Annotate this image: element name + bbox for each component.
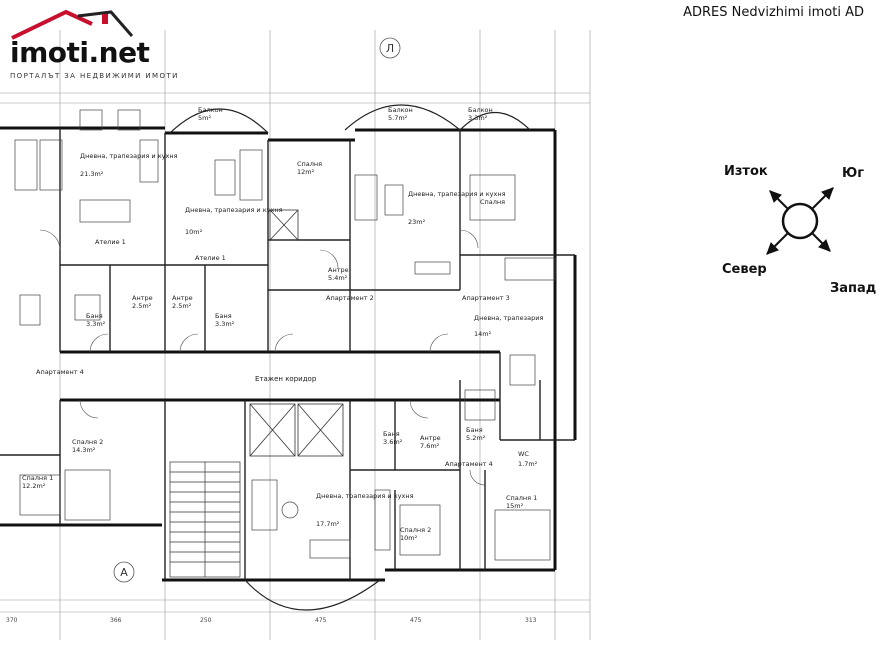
dimension: 313 bbox=[525, 617, 537, 624]
room-area: 3.3m² bbox=[86, 320, 106, 328]
room-area: 5m² bbox=[198, 114, 211, 122]
axis-marker-bottom: А bbox=[113, 561, 135, 583]
dimension: 366 bbox=[110, 617, 122, 624]
room-label: Ателие 1 bbox=[195, 254, 226, 262]
axis-marker-top: Л bbox=[379, 37, 401, 59]
compass-west-label: Запад bbox=[830, 281, 877, 296]
balconies bbox=[169, 104, 531, 611]
room-area: 15m² bbox=[506, 502, 524, 510]
dimension: 475 bbox=[410, 617, 422, 624]
room-area: 1.7m² bbox=[518, 460, 538, 468]
room-label: Спалня 1 bbox=[22, 474, 53, 482]
room-label: Баня bbox=[215, 312, 232, 320]
compass-north-label: Север bbox=[722, 262, 767, 277]
agency-watermark: ADRES Nedvizhimi imoti AD bbox=[683, 5, 864, 20]
logo-tagline: ПОРТАЛЪТ ЗА НЕДВИЖИМИ ИМОТИ bbox=[10, 72, 179, 80]
room-label: Баня bbox=[383, 430, 400, 438]
stair bbox=[169, 461, 241, 578]
elevators bbox=[249, 209, 344, 457]
dimension: 250 bbox=[200, 617, 212, 624]
room-label: Спалня 2 bbox=[400, 526, 431, 534]
dimension: 475 bbox=[315, 617, 327, 624]
site-logo[interactable]: imoti.net ПОРТАЛЪТ ЗА НЕДВИЖИМИ ИМОТИ bbox=[6, 6, 177, 82]
room-label: Апартамент 4 bbox=[36, 368, 84, 376]
room-area: 17.7m² bbox=[316, 520, 340, 528]
room-label: Балкон bbox=[468, 106, 493, 114]
dimension: 370 bbox=[6, 617, 18, 624]
partitions bbox=[0, 128, 575, 580]
room-label: Ателие 1 bbox=[95, 238, 126, 246]
house-roof-icon bbox=[11, 9, 134, 40]
room-area: 12.2m² bbox=[22, 482, 46, 490]
furniture bbox=[14, 109, 556, 561]
room-label: Дневна, трапезария bbox=[474, 314, 543, 322]
room-label: Спалня 1 bbox=[506, 494, 537, 502]
room-label: Баня bbox=[466, 426, 483, 434]
room-area: 12m² bbox=[297, 168, 315, 176]
room-label: WC bbox=[518, 450, 529, 458]
room-label: Антре bbox=[328, 266, 349, 274]
room-area: 10m² bbox=[185, 228, 203, 236]
room-label: Апартамент 4 bbox=[445, 460, 493, 468]
doors bbox=[39, 229, 486, 486]
room-area: 14m² bbox=[474, 330, 492, 338]
room-label: Дневна, трапезария и кухня bbox=[408, 190, 506, 198]
room-label: Балкон bbox=[388, 106, 413, 114]
room-label: Баня bbox=[86, 312, 103, 320]
corridor-label: Етажен коридор bbox=[255, 375, 317, 383]
axis-top-label: Л bbox=[386, 42, 394, 55]
room-area: 14.3m² bbox=[72, 446, 96, 454]
room-label: Дневна, трапезария и кухня bbox=[80, 152, 178, 160]
room-label: Антре bbox=[132, 294, 153, 302]
room-label: Дневна, трапезария и кухня bbox=[316, 492, 414, 500]
room-label: Апартамент 2 bbox=[326, 294, 374, 302]
walls bbox=[0, 126, 577, 582]
room-area: 2.5m² bbox=[172, 302, 192, 310]
room-area: 5.2m² bbox=[466, 434, 486, 442]
compass-east-label: Изток bbox=[724, 164, 768, 179]
room-label: Антре bbox=[172, 294, 193, 302]
room-area: 10m² bbox=[400, 534, 418, 542]
room-label: Спалня bbox=[480, 198, 505, 206]
room-label: Балкон bbox=[198, 106, 223, 114]
room-area: 7.6m² bbox=[420, 442, 440, 450]
room-label: Спалня 2 bbox=[72, 438, 103, 446]
room-area: 2.5m² bbox=[132, 302, 152, 310]
logo-brand: imoti.net bbox=[10, 36, 150, 69]
room-label: Спалня bbox=[297, 160, 322, 168]
room-label: Дневна, трапезария и кухня bbox=[185, 206, 283, 214]
room-area: 3.6m² bbox=[383, 438, 403, 446]
room-area: 21.3m² bbox=[80, 170, 104, 178]
room-area: 3.3m² bbox=[215, 320, 235, 328]
room-labels: Балкон 5m² Балкон 5.7m² Балкон 3.3m² Спа… bbox=[22, 106, 543, 542]
room-label: Антре bbox=[420, 434, 441, 442]
compass-south-label: Юг bbox=[842, 166, 865, 181]
room-label: Апартамент 3 bbox=[462, 294, 510, 302]
dimension-labels: 370 366 250 475 475 313 bbox=[6, 617, 537, 624]
room-area: 5.4m² bbox=[328, 274, 348, 282]
room-area: 23m² bbox=[408, 218, 426, 226]
compass-icon bbox=[766, 187, 834, 255]
axis-bottom-label: А bbox=[120, 566, 128, 579]
grid-lines bbox=[0, 30, 591, 640]
room-area: 5.7m² bbox=[388, 114, 408, 122]
room-area: 3.3m² bbox=[468, 114, 488, 122]
